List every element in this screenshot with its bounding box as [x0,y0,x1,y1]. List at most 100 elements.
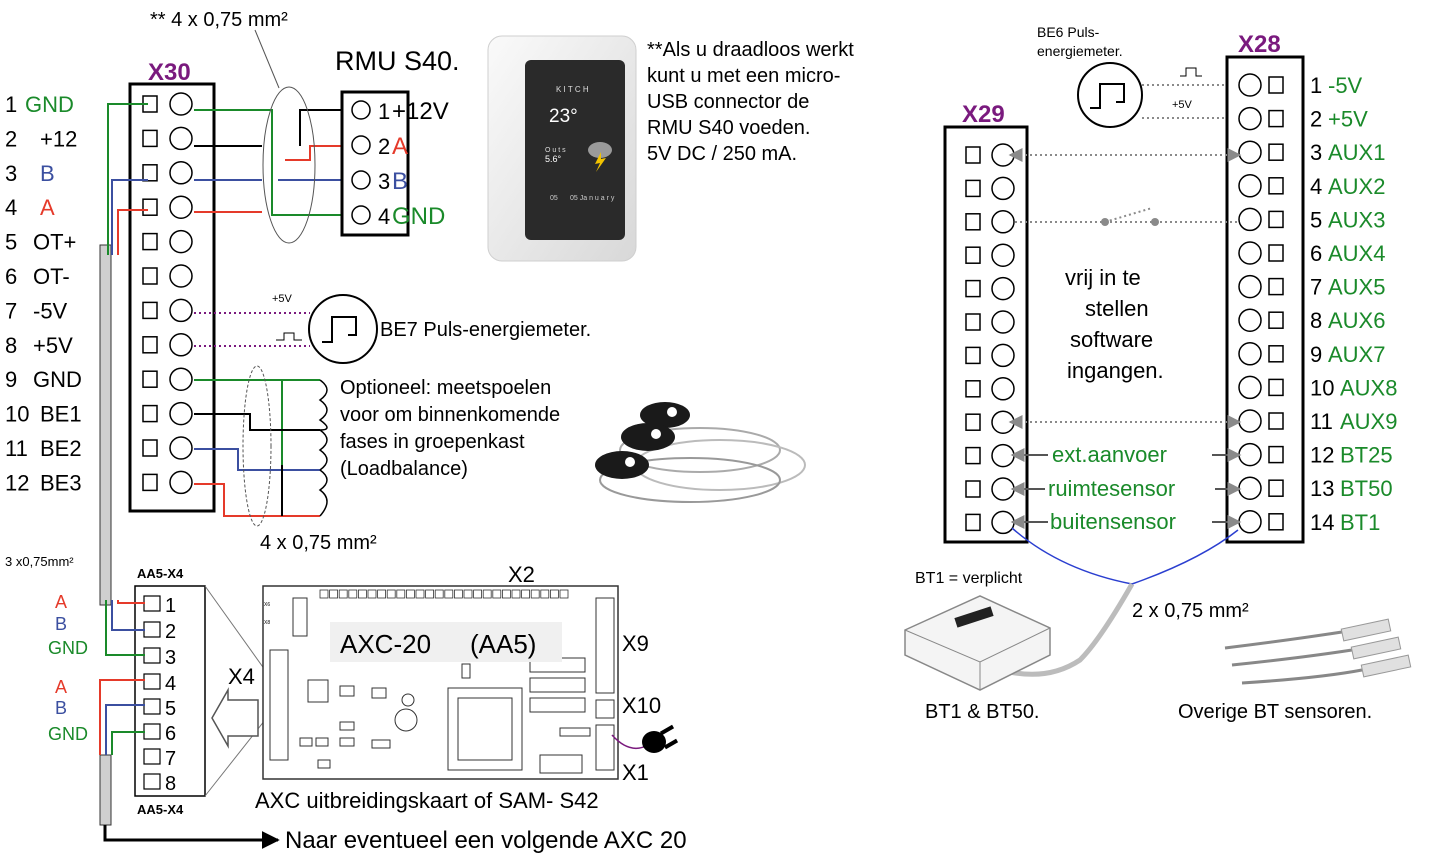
axc-x2-label: X2 [508,562,535,587]
x28-terminal-screw [1238,510,1262,534]
axc-x2-pin [377,589,387,599]
x30-pin-number: 6 [5,264,17,289]
bt1-wire-blue [1011,527,1239,585]
x30-pin-label: GND [25,92,74,117]
x30-pin-number: 5 [5,230,17,255]
x28-terminal-screw [1238,106,1262,131]
axc-x8-label: X8 [264,620,270,626]
aa5-terminal [143,647,161,664]
x30-terminal-square [142,267,158,285]
axc-x2-pin [415,589,425,599]
x30-pin-number: 12 [5,470,29,495]
x28-pin-number: 12 [1310,443,1334,468]
x28-terminal-screw [1238,342,1262,366]
aa5-wiring [99,600,145,755]
be6-wires [1142,84,1242,119]
rmu-note-line-2: kunt u met een micro- [647,65,840,87]
x30-terminal-screw [169,367,193,391]
middle-line-1: vrij in te [1065,265,1141,290]
axc-label-panel [330,622,562,662]
x30-terminal-screw [169,264,193,288]
x28-terminal-square [1268,445,1284,464]
x28-terminal-screw [1238,241,1262,265]
rmu-note-line-3: USB connector de [647,91,809,113]
x28-pin-label: -5V [1328,73,1363,98]
aa5-side-label: A [55,592,67,612]
x28-pin-number: 13 [1310,476,1334,501]
be7-label: BE7 Puls-energiemeter. [380,319,591,341]
x30-terminal-screw [169,298,193,323]
rmu-pin-label: A [392,133,408,160]
middle-line-4: ingangen. [1067,358,1164,383]
x28-terminal-square [1268,311,1284,329]
axc-x2-pin [463,589,473,599]
x30-pin-label: GND [33,367,82,392]
x30-terminal-square [142,439,158,457]
rmu-terminal-screw [351,100,371,120]
axc-x2-pin [511,589,521,599]
be6-pulse-icon [1180,67,1202,77]
bt1-cable-gray [1009,582,1135,677]
sensor-link-ruimtesensor: ruimtesensor [1048,476,1175,501]
x30-terminal-square [142,164,158,182]
sensor-link-lines [1010,448,1242,529]
x30-pin-number: 11 [5,436,28,461]
x28-terminal-square [1268,177,1284,195]
x28-terminal-screw [1238,140,1262,164]
x30-pin-label: OT+ [33,230,76,255]
x30-terminal-square [142,198,158,216]
aa5-block [134,585,206,797]
x30-pin-number: 8 [5,333,17,358]
axc-x10-label: X10 [622,693,661,718]
x28-terminal-screw [1238,73,1262,97]
x30-pin-number: 4 [5,195,17,220]
aa5-terminal [143,773,161,790]
x28-terminal-square [1268,143,1284,161]
x28-block [1225,55,1305,544]
x30-terminal-square [142,232,158,251]
x29-terminal-square [965,346,981,365]
rmu-screen-text-5: 05 [550,195,558,202]
bt-caption-right: Overige BT sensoren. [1178,701,1372,723]
aa5-terminal [143,723,161,740]
aa5-pin-number: 2 [165,621,176,643]
aa5-side-label: A [55,677,67,697]
x30-pin-label: -5V [33,298,68,323]
x28-terminal-square [1268,479,1284,497]
x28-title: X28 [1238,31,1281,58]
x29-terminal-screw [991,510,1015,535]
x29-terminal-square [965,313,981,331]
aa5-terminal [143,698,161,715]
axc-x4-label: X4 [228,664,255,689]
aa5-side-label: B [55,614,67,634]
axc-x9-label: X9 [622,631,649,656]
x29-terminal-square [965,246,981,264]
rmu-device-image: K I T C H 23° O u t s 5.6° 05 05 Ja n u … [487,35,637,262]
rmu-screen-text-4: 5.6° [545,154,562,164]
be6-plus5v: +5V [1172,99,1193,111]
rmu-screen-temp: 23° [549,106,578,127]
x30-terminal-screw [169,92,193,116]
aa5-terminal [143,673,161,690]
aa5-terminal [143,748,161,765]
be7-plus5v: +5V [272,293,293,305]
rmu-cable-bundle [262,86,316,244]
x28-terminal-square [1268,109,1284,128]
x28-pin-number: 10 [1310,375,1334,400]
x29-terminal-square [965,179,981,198]
x28-terminal-square [1268,210,1284,229]
aa5-pin-number: 7 [165,748,176,770]
x30-pin-label: BE2 [40,436,82,461]
x28-pin-label: AUX2 [1328,174,1385,199]
axc-x2-pin [521,589,530,599]
rmu-pin-number: 4 [378,204,390,229]
aa5-pin-number: 1 [165,595,176,617]
x28-terminal-square [1268,345,1284,363]
next-axc-arrow [103,825,280,849]
x30-terminal-screw [169,333,193,357]
x28-pin-number: 6 [1310,241,1322,266]
x28-terminal-screw [1238,174,1262,198]
axc-x2-pin [434,589,444,599]
aa5-pin-number: 6 [165,723,176,745]
x29-terminal-screw [991,243,1015,267]
